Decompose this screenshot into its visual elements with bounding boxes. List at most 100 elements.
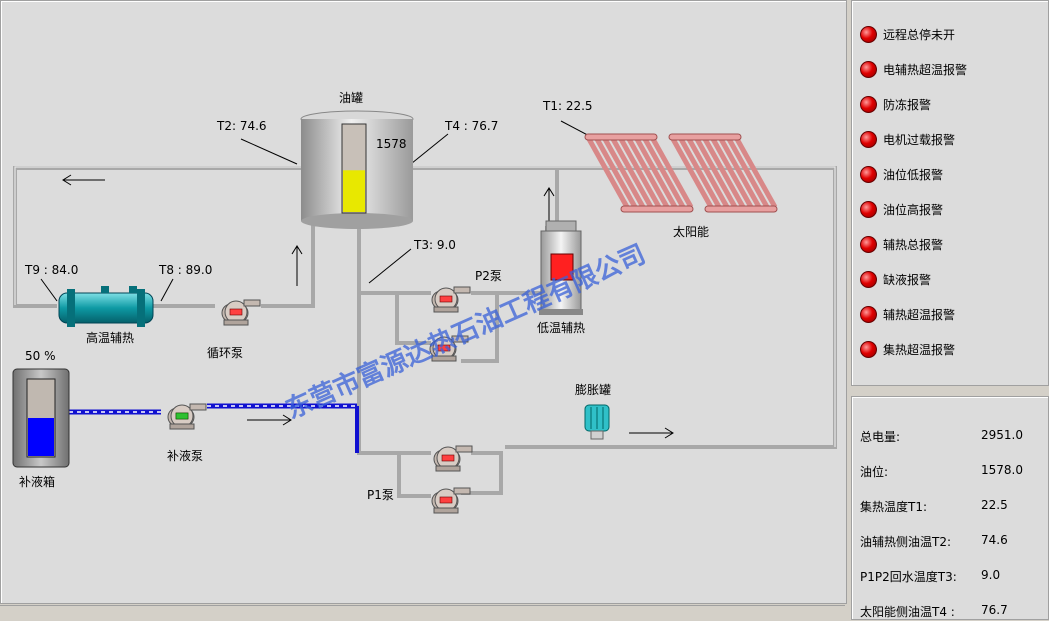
alarm-item: 电辅热超温报警: [860, 59, 967, 79]
solar-tube: [602, 137, 646, 209]
stat-value: 9.0: [981, 568, 1001, 582]
alarm-label: 远程总停未开: [883, 27, 956, 42]
p2-pump-label: P2泵: [475, 269, 502, 283]
solar-tube: [702, 137, 746, 209]
stat-value: 76.7: [981, 603, 1008, 617]
alarm-label: 辅热总报警: [883, 237, 944, 252]
p1-pump-1[interactable]: [433, 445, 473, 472]
solar-tube: [626, 137, 670, 209]
refill-level-fill: [28, 418, 54, 456]
alarm-item: 辅热总报警: [860, 234, 943, 254]
expansion-tank: [584, 404, 610, 440]
stat-label: 集热温度T1:: [860, 500, 928, 514]
solar-tube: [694, 137, 738, 209]
alarm-item: 辅热超温报警: [860, 304, 955, 324]
alarm-item: 防冻报警: [860, 94, 931, 114]
refill-tank-label: 补液箱: [19, 475, 56, 489]
p1-pump-label: P1泵: [367, 488, 394, 502]
expansion-tank-label: 膨胀罐: [575, 383, 612, 397]
alarm-label: 辅热超温报警: [883, 307, 956, 322]
low-temp-heater: [539, 220, 583, 315]
t9-reading: T9 : 84.0: [25, 263, 79, 277]
p2-pump-1[interactable]: [431, 286, 471, 313]
solar-tube: [670, 137, 714, 209]
solar-tube: [650, 137, 694, 209]
alarm-label: 集热超温报警: [883, 342, 956, 357]
solar-tube: [686, 137, 730, 209]
t3-reading: T3: 9.0: [414, 238, 456, 252]
refill-pump[interactable]: [167, 403, 207, 430]
stat-label: 总电量:: [860, 430, 901, 444]
t4-reading: T4 : 76.7: [445, 119, 499, 133]
refill-tank: [12, 368, 70, 468]
oil-tank-label: 油罐: [339, 91, 364, 105]
p1-pump-2[interactable]: [431, 487, 471, 514]
stat-row: P1P2回水温度T3:9.0: [860, 568, 1040, 586]
alarm-indicator-icon: [860, 60, 877, 78]
circulation-pump[interactable]: [221, 299, 261, 326]
oil-tank-level-value: 1578: [376, 137, 407, 151]
solar-tube: [710, 137, 754, 209]
alarm-indicator-icon: [860, 235, 877, 253]
solar-tube: [734, 137, 778, 209]
circulation-pump-label: 循环泵: [207, 346, 244, 360]
solar-tube: [726, 137, 770, 209]
refill-tank-level-value: 50 %: [25, 349, 56, 363]
refill-pump-label: 补液泵: [167, 449, 204, 463]
alarm-indicator-icon: [860, 25, 877, 43]
low-temp-heater-label: 低温辅热: [537, 321, 586, 335]
solar-tube: [618, 137, 662, 209]
flow-arrows: [62, 174, 674, 439]
bottom-strip: [0, 605, 845, 620]
alarm-item: 电机过载报警: [860, 129, 955, 149]
process-diagram-panel: 东营市富源达热石油工程有限公司 油罐 1578 T2: 74.6 T4 : 76…: [0, 0, 847, 604]
alarm-label: 防冻报警: [883, 97, 932, 112]
stat-row: 油位:1578.0: [860, 463, 1040, 481]
alarm-indicator-icon: [860, 130, 877, 148]
solar-tube: [678, 137, 722, 209]
stat-value: 74.6: [981, 533, 1008, 547]
solar-tube: [594, 137, 638, 209]
alarm-label: 电机过载报警: [883, 132, 956, 147]
alarm-label: 缺液报警: [883, 272, 932, 287]
stat-label: 油辅热侧油温T2:: [860, 535, 952, 549]
t2-reading: T2: 74.6: [217, 119, 267, 133]
solar-tube: [610, 137, 654, 209]
t8-reading: T8 : 89.0: [159, 263, 213, 277]
high-temp-heater-label: 高温辅热: [86, 331, 135, 345]
stat-row: 总电量: 2951.0: [860, 428, 1040, 446]
stat-label: 太阳能侧油温T4 :: [860, 605, 955, 619]
stat-value: 2951.0: [981, 428, 1023, 442]
alarm-label: 电辅热超温报警: [883, 62, 968, 77]
alarm-indicator-icon: [860, 200, 877, 218]
alarm-panel: 远程总停未开电辅热超温报警防冻报警电机过载报警油位低报警油位高报警辅热总报警缺液…: [851, 0, 1049, 386]
alarm-item: 油位低报警: [860, 164, 943, 184]
t1-reading: T1: 22.5: [543, 99, 593, 113]
solar-tube: [586, 137, 630, 209]
solar-footer: [620, 205, 694, 213]
solar-tube: [718, 137, 762, 209]
solar-header: [584, 133, 658, 141]
oil-level-fill: [343, 170, 365, 212]
stat-label: 油位:: [860, 465, 889, 479]
alarm-indicator-icon: [860, 340, 877, 358]
alarm-item: 油位高报警: [860, 199, 943, 219]
solar-footer: [704, 205, 778, 213]
solar-header: [668, 133, 742, 141]
high-temp-heater: [58, 286, 154, 327]
oil-tank: [300, 110, 414, 229]
stat-row: 太阳能侧油温T4 : 76.7: [860, 603, 1040, 621]
alarm-indicator-icon: [860, 95, 877, 113]
stat-row: 油辅热侧油温T2: 74.6: [860, 533, 1040, 551]
solar-tube: [634, 137, 678, 209]
alarm-item: 缺液报警: [860, 269, 931, 289]
alarm-label: 油位低报警: [883, 167, 944, 182]
alarm-indicator-icon: [860, 305, 877, 323]
stat-value: 22.5: [981, 498, 1008, 512]
stat-row: 集热温度T1: 22.5: [860, 498, 1040, 516]
alarm-label: 油位高报警: [883, 202, 944, 217]
alarm-indicator-icon: [860, 270, 877, 288]
stats-panel: 总电量: 2951.0 油位:1578.0 集热温度T1: 22.5 油辅热侧油温T2: 7…: [851, 396, 1049, 620]
alarm-item: 远程总停未开: [860, 24, 955, 44]
solar-label: 太阳能: [673, 225, 710, 239]
